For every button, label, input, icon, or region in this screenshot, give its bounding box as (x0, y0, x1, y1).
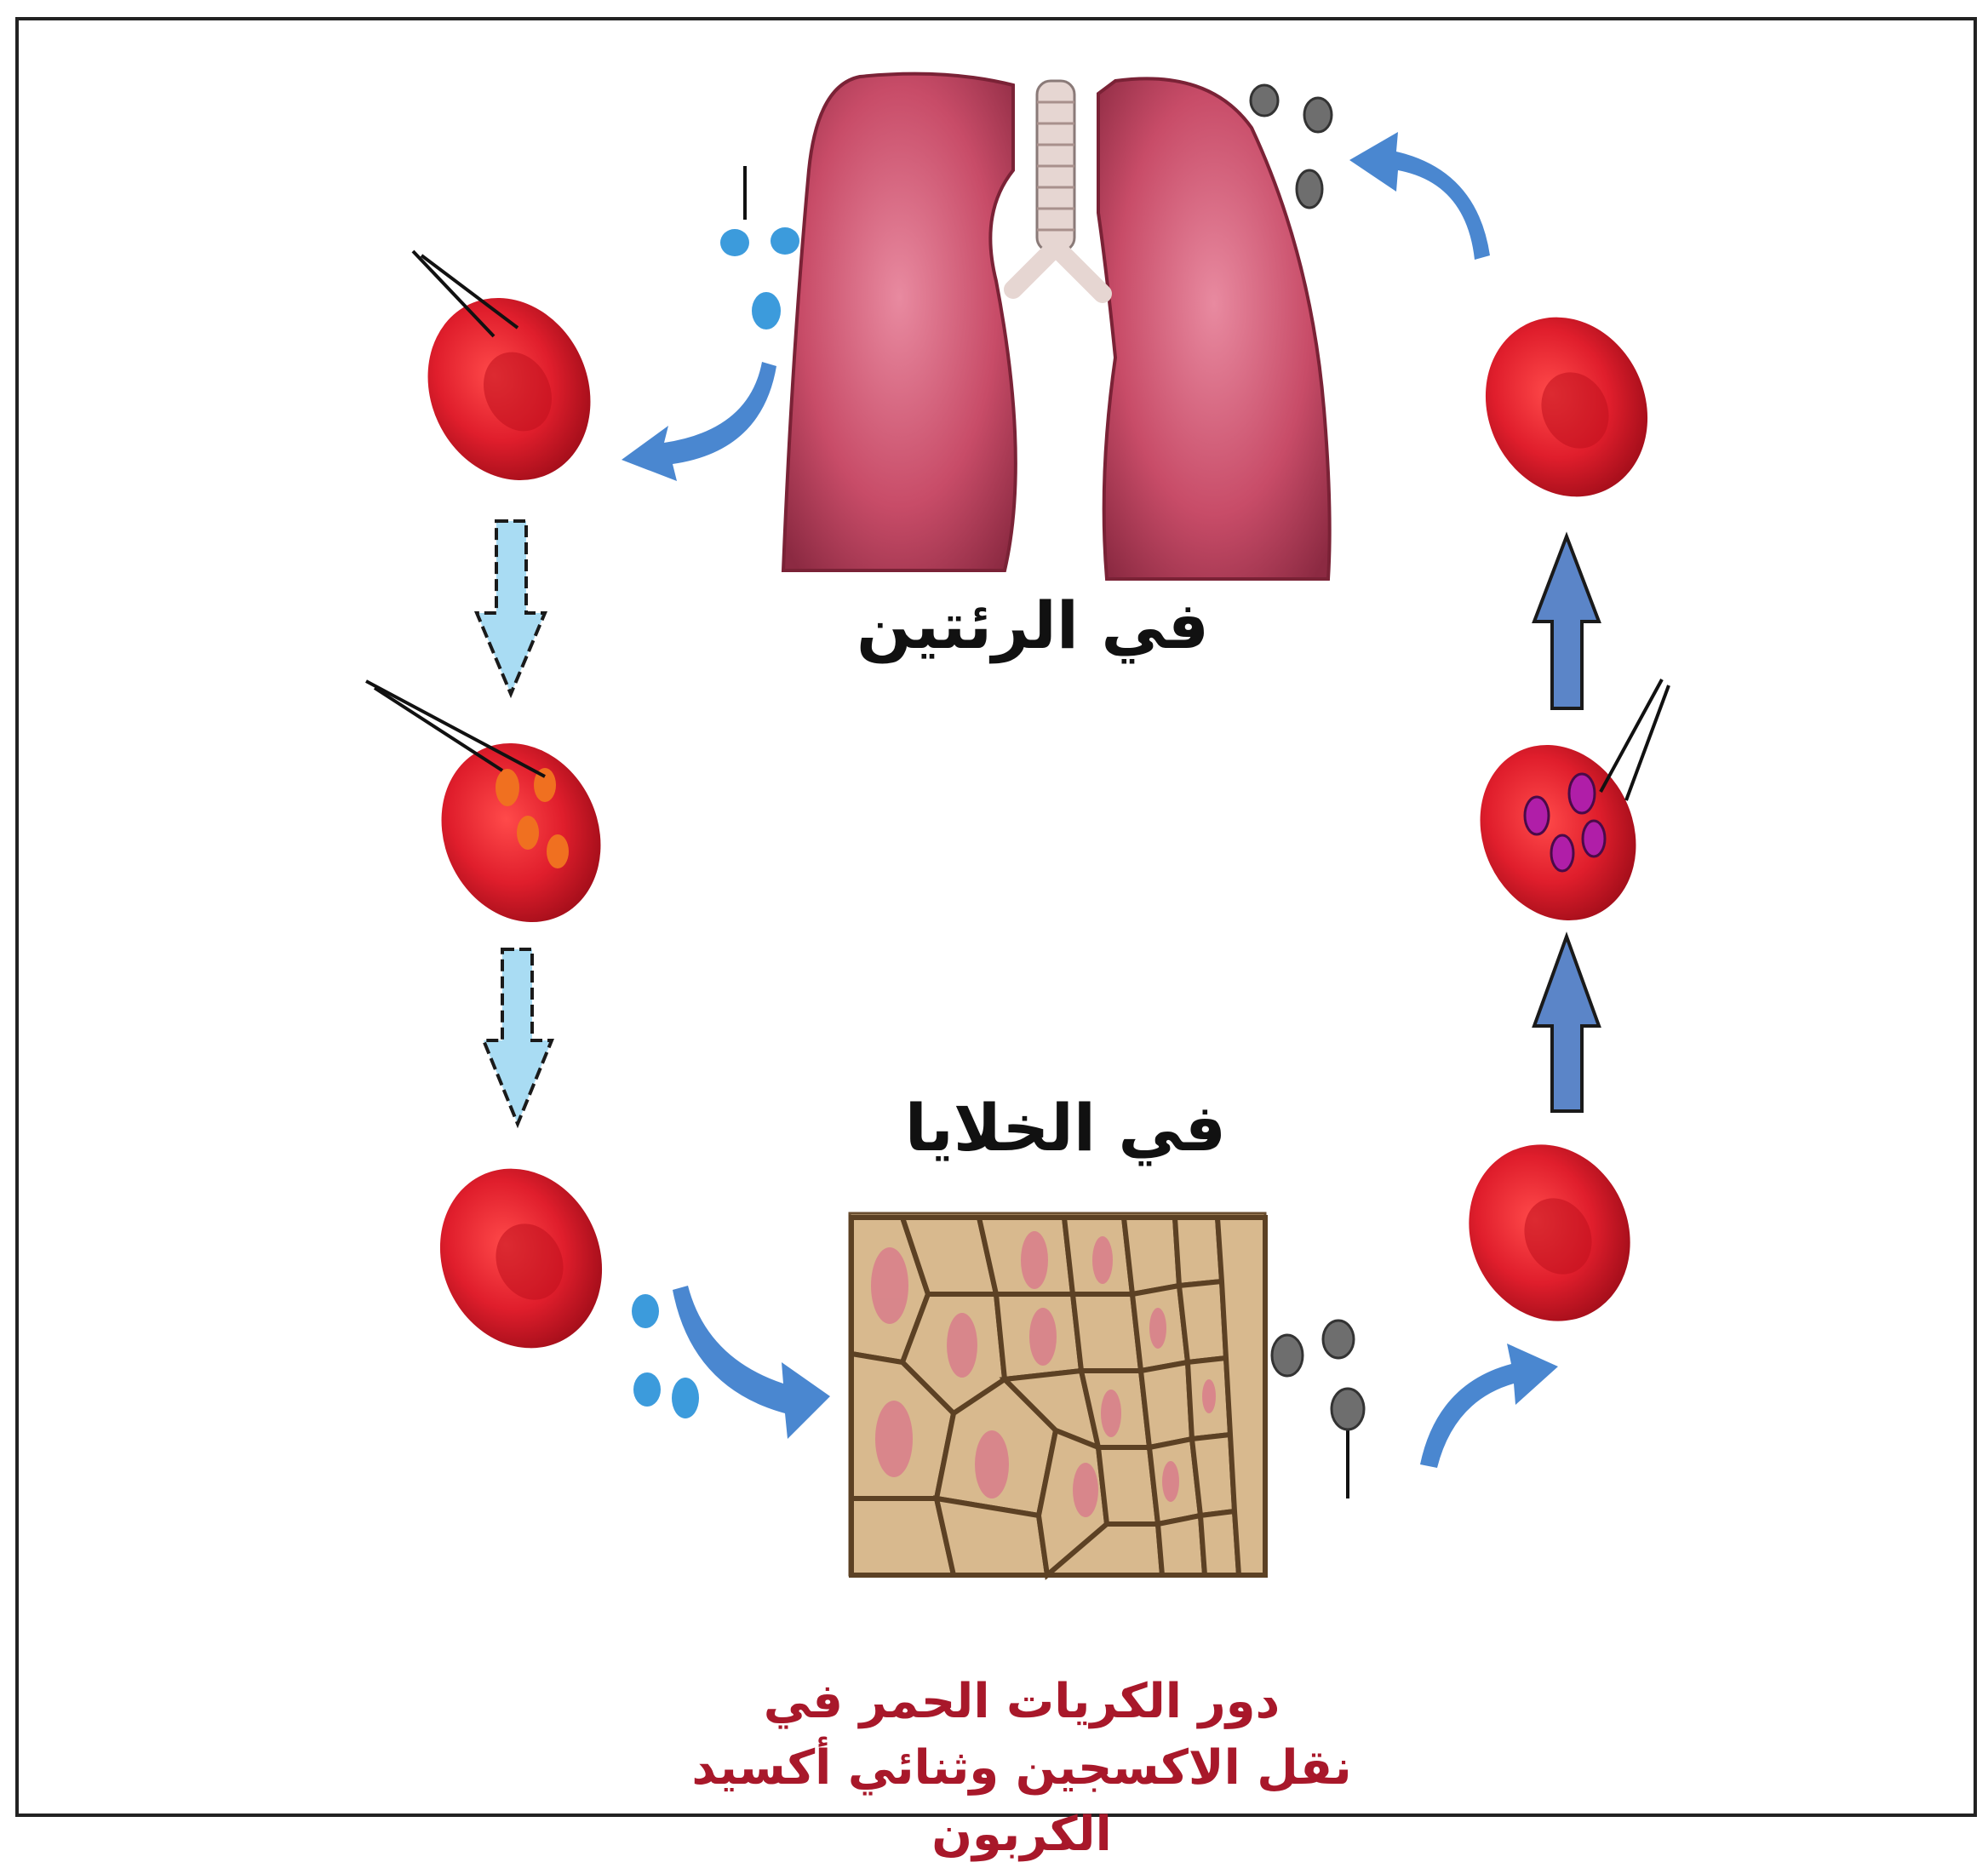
curved-arrow-cells-to-rbc (1420, 1344, 1558, 1468)
rbc-top-left (398, 271, 620, 507)
body-cells-image (850, 1213, 1265, 1575)
right-lung (1098, 78, 1330, 579)
rbc-middle-right (1452, 719, 1664, 947)
down-arrow-top (477, 521, 545, 694)
bronchi (1013, 247, 1103, 294)
caption-line-1: دور الكريات الحمر في (596, 1669, 1447, 1735)
lungs-image (783, 74, 1330, 579)
curved-arrow-to-lungs (1349, 132, 1490, 260)
caption-line-2: نقل الاكسجين وثنائي أكسيد الكربون (596, 1735, 1447, 1868)
rbc-bottom-right (1441, 1118, 1659, 1348)
figure-caption: دور الكريات الحمر في نقل الاكسجين وثنائي… (596, 1669, 1447, 1868)
rbc-bottom-left (411, 1142, 631, 1375)
curved-arrow-lungs-to-rbc (622, 362, 776, 481)
lungs-label: في الرئتين (902, 587, 1209, 663)
left-lung (783, 74, 1016, 570)
rbc-top-right (1457, 290, 1676, 524)
up-arrow-bottom (1534, 937, 1599, 1111)
up-arrow-top (1534, 536, 1599, 708)
down-arrow-bottom (484, 949, 552, 1124)
cells-label: في الخلايا (920, 1090, 1226, 1166)
oxygen-molecules (632, 227, 799, 1418)
curved-arrow-to-cells (673, 1286, 830, 1439)
